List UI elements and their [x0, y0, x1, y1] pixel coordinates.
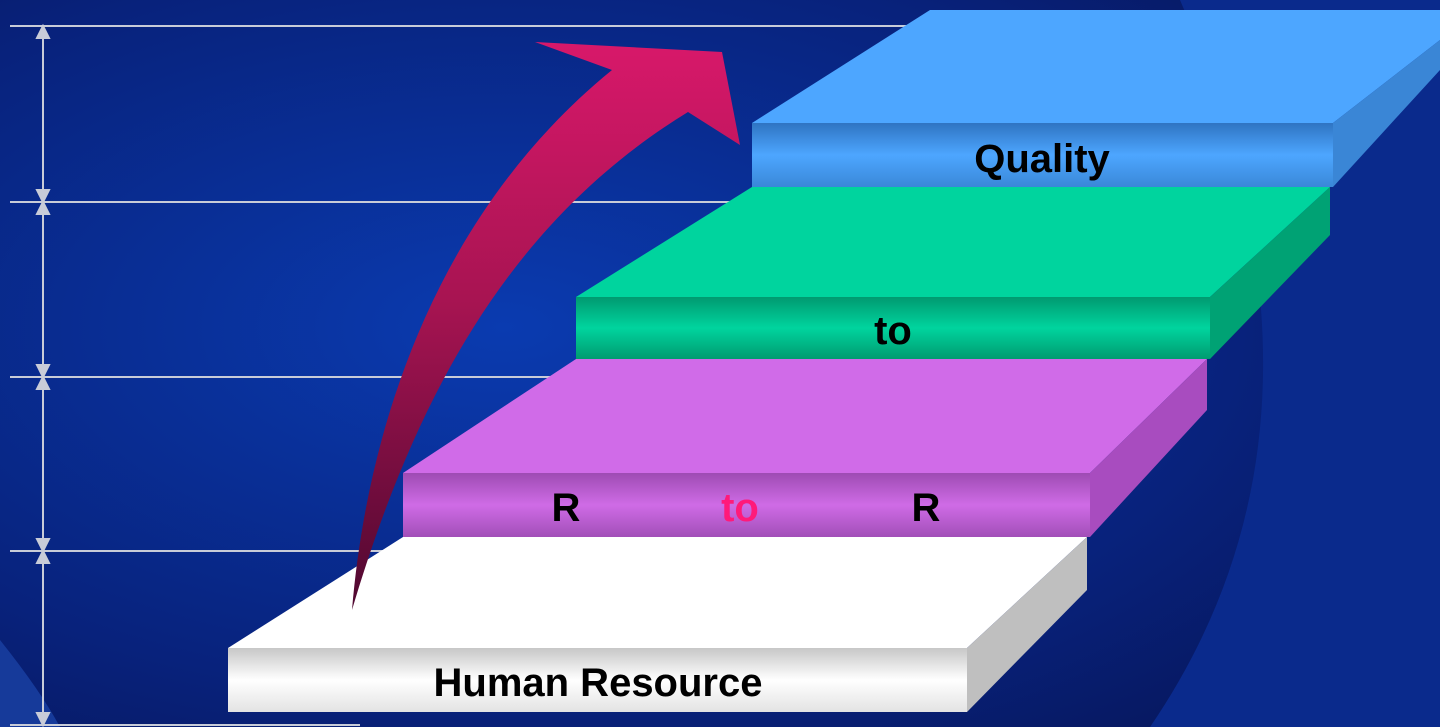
- step-2-label-mid: to: [721, 486, 759, 530]
- arrowhead-up-3: [35, 374, 51, 390]
- step-2-side: [1090, 359, 1207, 537]
- step-4-front: [752, 123, 1333, 187]
- step-1-label: Human Resource: [434, 661, 763, 705]
- arrowhead-up-2: [35, 199, 51, 215]
- step-r-to-r: R to R: [403, 359, 1207, 537]
- step-1-front: [228, 648, 967, 712]
- step-2-top: [403, 359, 1207, 473]
- step-2-label-right: R: [912, 486, 941, 530]
- step-4-side: [1333, 40, 1440, 187]
- step-3-label: to: [874, 309, 912, 353]
- arrowhead-up-1: [35, 23, 51, 39]
- step-2-front: [403, 473, 1090, 537]
- step-3-side: [1210, 187, 1330, 359]
- arrowhead-down-4: [35, 712, 51, 727]
- step-quality: Quality: [752, 10, 1440, 187]
- step-1-side: [967, 537, 1087, 712]
- step-human-resource: Human Resource: [228, 537, 1087, 712]
- step-4-top: [752, 10, 1440, 123]
- step-4-label: Quality: [974, 137, 1110, 181]
- step-to: to: [576, 187, 1330, 359]
- arrowhead-down-1: [35, 189, 51, 205]
- step-3-front: [576, 297, 1210, 359]
- arrowhead-up-4: [35, 548, 51, 564]
- arrowhead-down-3: [35, 538, 51, 554]
- arrowhead-down-2: [35, 364, 51, 380]
- background-swoosh-left: [0, 640, 60, 727]
- level-guides: [10, 23, 920, 727]
- step-3-top: [576, 187, 1330, 297]
- progress-arrow: [352, 42, 740, 610]
- background-swoosh-right: [1150, 0, 1440, 727]
- step-1-top: [228, 537, 1087, 648]
- step-2-label-left: R: [552, 486, 581, 530]
